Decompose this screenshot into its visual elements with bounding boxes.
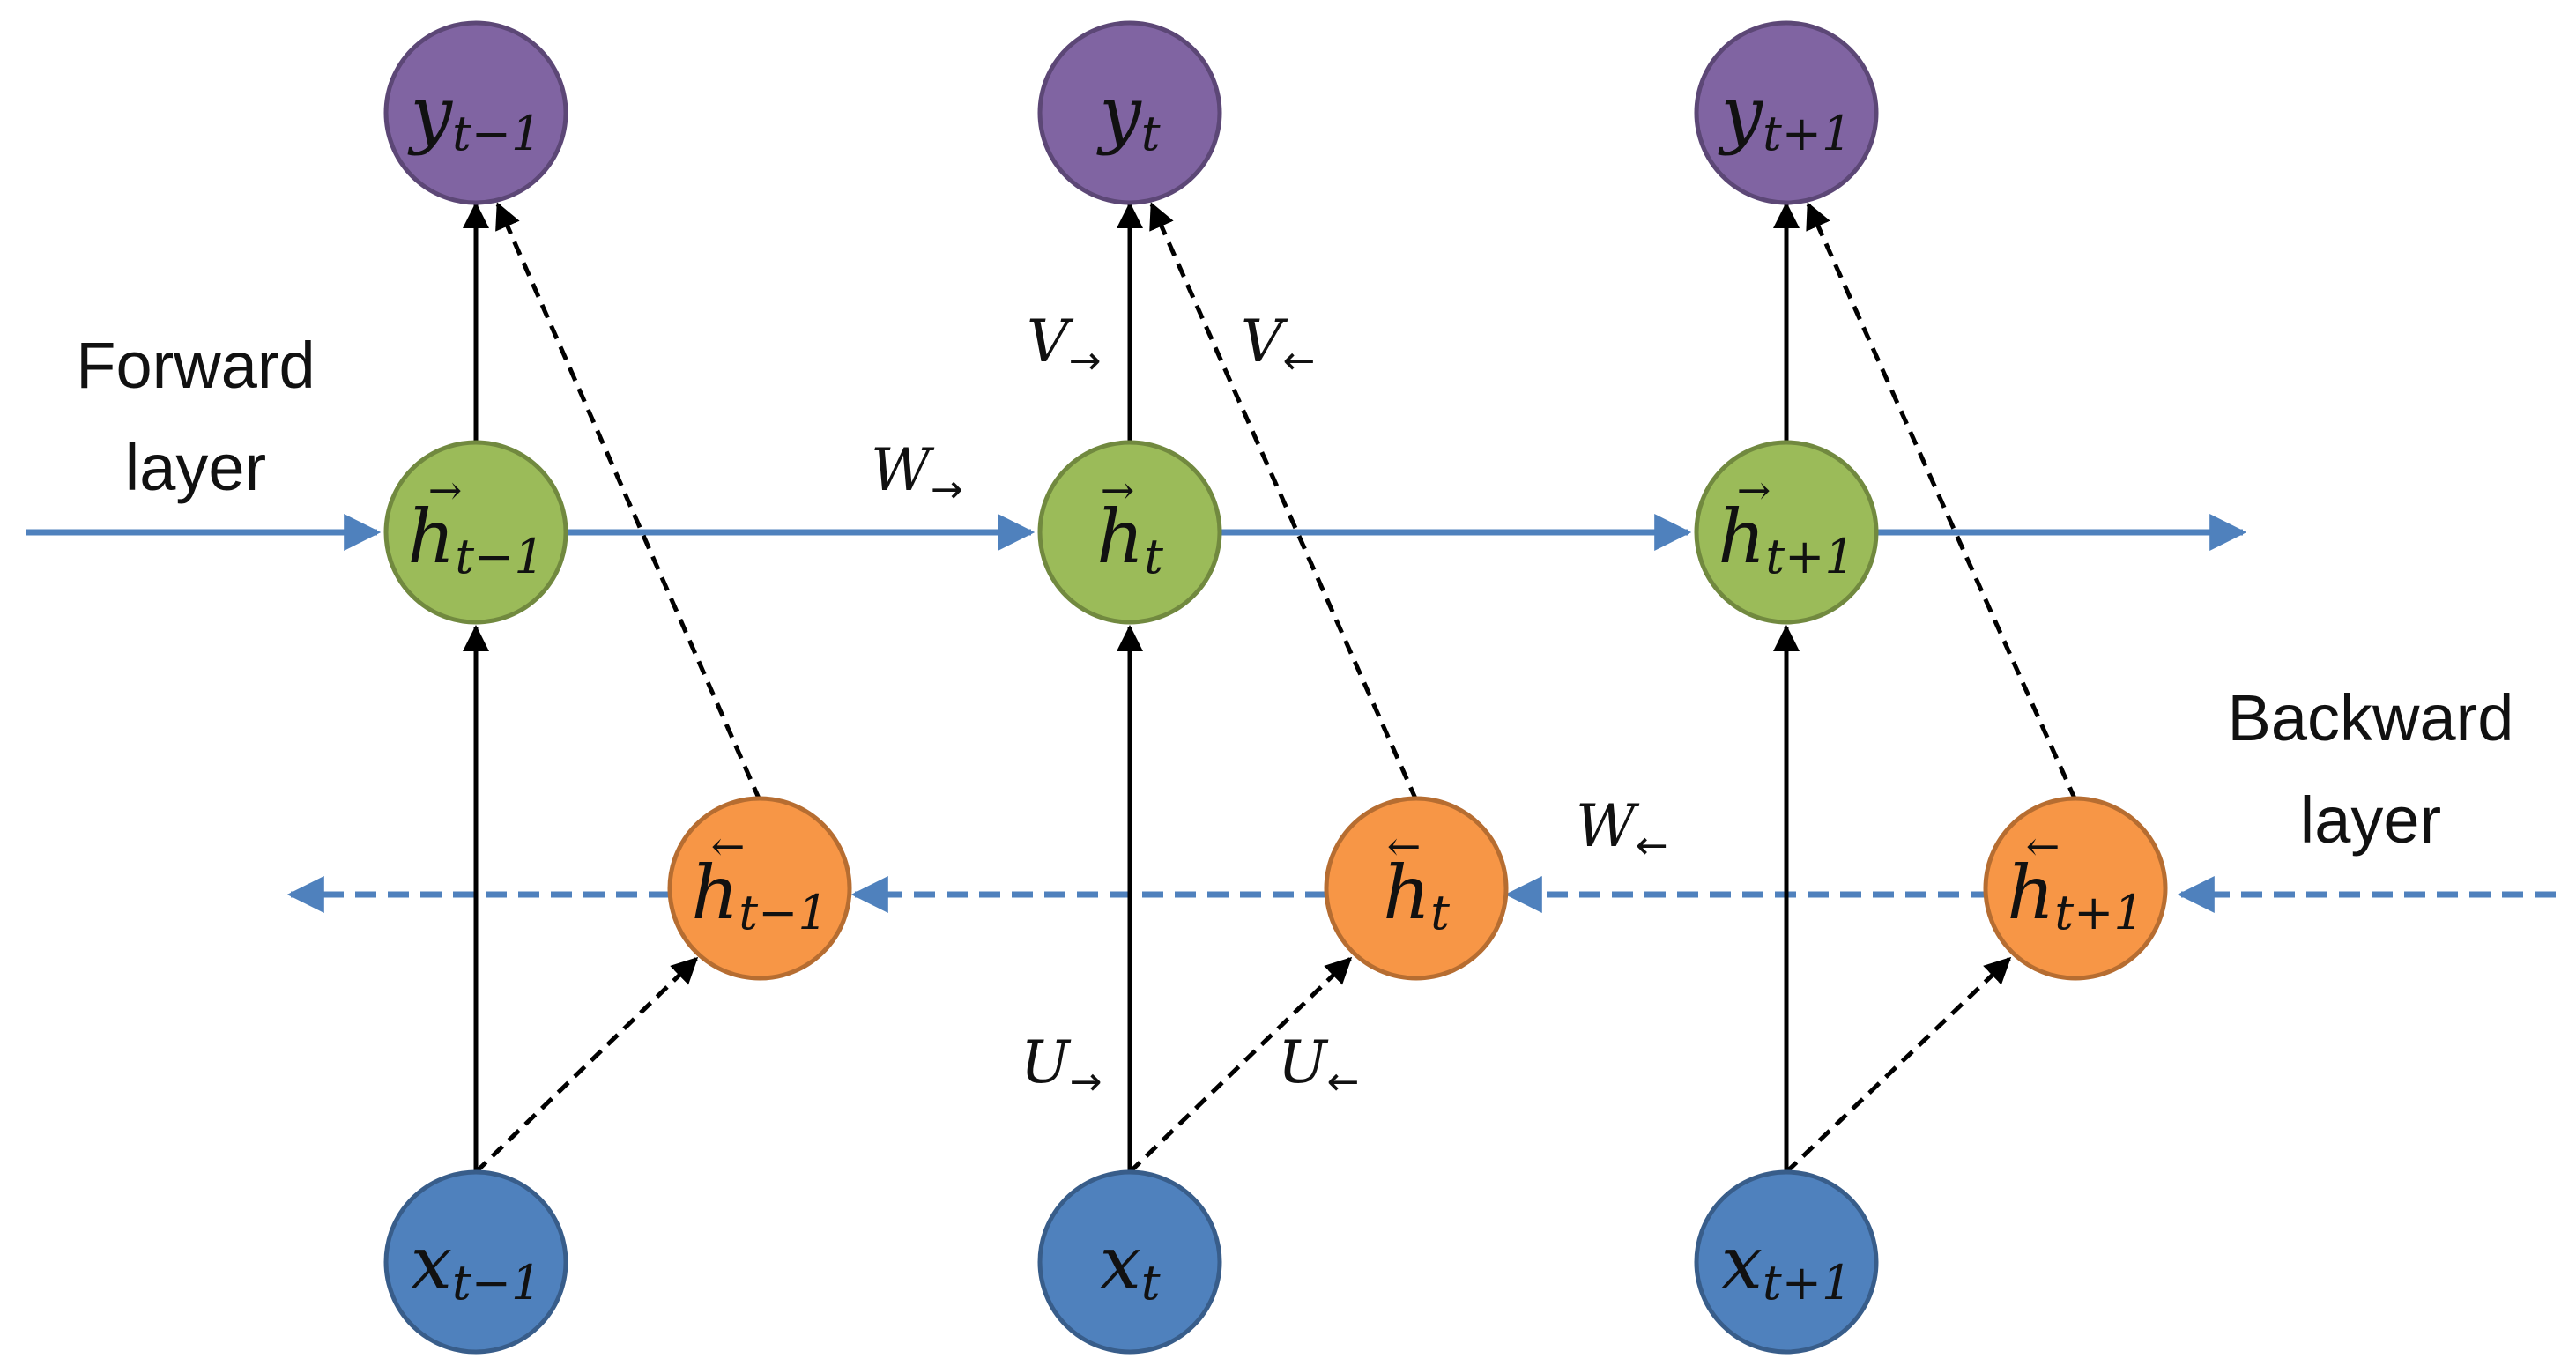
backward-accent-arrow: ← xyxy=(711,822,746,870)
weight-label-u-backward: U← xyxy=(1278,1028,1360,1104)
input-node-base: x xyxy=(1099,1220,1140,1306)
forward-layer-label-line1: Forward xyxy=(76,329,315,402)
weight-base: W xyxy=(871,436,935,504)
svg-text:ht: ht xyxy=(1096,494,1163,584)
svg-text:xt: xt xyxy=(1099,1220,1160,1310)
weight-base: U xyxy=(1278,1028,1329,1096)
backward-accent-arrow: ← xyxy=(1387,822,1422,870)
backward-hidden-base: h xyxy=(1383,850,1430,936)
weight-sub: ← xyxy=(1327,1059,1360,1104)
svg-text:xt+1: xt+1 xyxy=(1721,1220,1852,1310)
svg-text:ht−1: ht−1 xyxy=(407,494,544,584)
input-node-base: x xyxy=(1721,1220,1763,1306)
input-node: xt+1 xyxy=(1694,1169,1879,1355)
input-node-sub: t+1 xyxy=(1763,1255,1852,1310)
input-nodes: xt−1 xt xt+1 xyxy=(383,1169,1879,1355)
backward-layer-label-line2: layer xyxy=(2300,783,2441,857)
forward-hidden-base: h xyxy=(1096,494,1144,580)
svg-text:ht+1: ht+1 xyxy=(2007,850,2143,940)
output-node: yt xyxy=(1037,20,1222,205)
backward-hidden-base: h xyxy=(2007,850,2054,936)
svg-text:yt: yt xyxy=(1095,71,1160,161)
backward-hidden-node: ← ht+1 xyxy=(1983,796,2168,981)
vertical-connections xyxy=(463,202,1800,1172)
svg-text:ht−1: ht−1 xyxy=(691,850,828,940)
output-node-sub: t+1 xyxy=(1763,106,1852,161)
diagonal-connections xyxy=(474,202,2078,1174)
svg-text:yt+1: yt+1 xyxy=(1718,71,1852,161)
weight-label-w-backward: W← xyxy=(1576,792,1668,868)
svg-text:xt−1: xt−1 xyxy=(411,1220,542,1310)
weight-sub: → xyxy=(1070,1059,1102,1104)
output-node-sub: t xyxy=(1141,106,1161,161)
weight-sub: → xyxy=(931,467,963,512)
backward-to-output-arrow-1 xyxy=(495,202,762,802)
forward-hidden-nodes: → ht−1 → ht → ht+1 xyxy=(383,440,1879,625)
forward-accent-arrow: → xyxy=(1101,466,1135,514)
weight-base: U xyxy=(1021,1028,1072,1096)
backward-to-output-arrow-3 xyxy=(1806,202,2078,802)
svg-text:ht+1: ht+1 xyxy=(1718,494,1854,584)
input-node-sub: t−1 xyxy=(452,1255,541,1310)
forward-layer-label-line2: layer xyxy=(125,431,266,504)
weight-sub: ← xyxy=(1636,823,1668,868)
input-to-backward-arrow-2 xyxy=(1128,956,1353,1174)
backward-accent-arrow: ← xyxy=(2026,822,2060,870)
output-node: yt+1 xyxy=(1694,20,1879,205)
backward-hidden-nodes: ← ht−1 ← ht ← ht+1 xyxy=(667,796,2168,981)
input-node: xt−1 xyxy=(383,1169,568,1355)
backward-to-output-arrow-2 xyxy=(1149,202,1419,802)
weight-label-w-forward: W→ xyxy=(871,436,963,512)
forward-hidden-base: h xyxy=(407,494,455,580)
output-node: yt−1 xyxy=(383,20,568,205)
output-node-base: y xyxy=(1095,71,1142,157)
forward-hidden-sub: t+1 xyxy=(1765,529,1854,584)
weight-sub: ← xyxy=(1283,338,1316,383)
forward-hidden-node: → ht−1 xyxy=(383,440,568,625)
output-nodes: yt−1 yt yt+1 xyxy=(383,20,1879,205)
weight-sub: → xyxy=(1069,338,1102,383)
weight-labels: V→ V← W→ W← U→ U← xyxy=(871,308,1668,1104)
weight-base: V xyxy=(1241,308,1288,375)
forward-hidden-base: h xyxy=(1718,494,1765,580)
forward-accent-arrow: → xyxy=(428,466,463,514)
forward-hidden-sub: t xyxy=(1144,529,1163,584)
backward-hidden-node: ← ht xyxy=(1324,796,1509,981)
backward-hidden-sub: t+1 xyxy=(2054,885,2143,940)
backward-hidden-sub: t xyxy=(1430,885,1450,940)
input-node: xt xyxy=(1037,1169,1222,1355)
input-to-backward-arrow-1 xyxy=(474,956,699,1174)
input-to-backward-arrow-3 xyxy=(1785,956,2012,1174)
forward-hidden-node: → ht xyxy=(1037,440,1222,625)
forward-hidden-node: → ht+1 xyxy=(1694,440,1879,625)
svg-text:yt−1: yt−1 xyxy=(407,71,542,161)
output-node-base: y xyxy=(1718,71,1764,157)
weight-label-v-forward: V→ xyxy=(1027,308,1102,383)
weight-base: V xyxy=(1027,308,1074,375)
output-node-base: y xyxy=(407,71,454,157)
input-node-sub: t xyxy=(1141,1255,1161,1310)
weight-label-u-forward: U→ xyxy=(1021,1028,1102,1104)
svg-text:ht: ht xyxy=(1383,850,1450,940)
backward-hidden-sub: t−1 xyxy=(739,885,828,940)
weight-label-v-backward: V← xyxy=(1241,308,1316,383)
backward-hidden-node: ← ht−1 xyxy=(667,796,852,981)
output-node-sub: t−1 xyxy=(452,106,541,161)
weight-base: W xyxy=(1576,792,1640,860)
backward-layer-label-line1: Backward xyxy=(2228,681,2514,754)
layer-labels: Forward layer Backward layer xyxy=(76,329,2513,857)
backward-hidden-base: h xyxy=(691,850,739,936)
forward-hidden-sub: t−1 xyxy=(455,529,544,584)
forward-accent-arrow: → xyxy=(1737,466,1771,514)
input-node-base: x xyxy=(411,1220,452,1306)
